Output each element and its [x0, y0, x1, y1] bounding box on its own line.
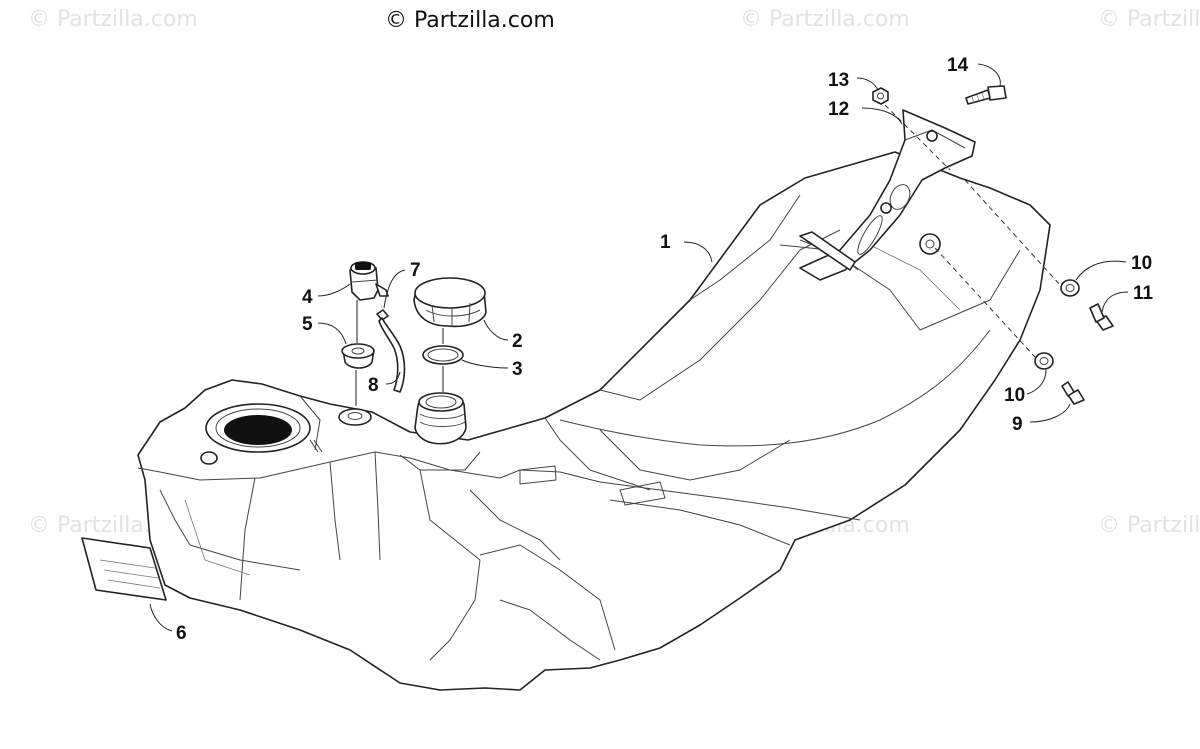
- leader-9: [1029, 403, 1071, 423]
- leader-3: [461, 359, 509, 369]
- leader-13: [856, 77, 879, 91]
- callout-12[interactable]: 12: [828, 99, 849, 120]
- watermark-mid-far-right: © Partzilla.com: [1098, 513, 1200, 538]
- assembly-line-bracket: [884, 104, 951, 171]
- leader-8: [385, 371, 401, 385]
- fuel-tank[interactable]: [137, 151, 1051, 691]
- rollover-valve[interactable]: [349, 261, 389, 301]
- callout-8[interactable]: 8: [368, 375, 379, 396]
- leader-6: [149, 603, 173, 632]
- watermark-top-mid: © Partzilla.com: [740, 7, 910, 32]
- leader-10b: [1026, 369, 1047, 395]
- callout-6[interactable]: 6: [176, 623, 187, 644]
- leader-10a: [1075, 260, 1127, 281]
- leader-14: [977, 63, 1001, 87]
- leader-1: [683, 241, 713, 263]
- watermark-top-left: © Partzilla.com: [28, 7, 198, 32]
- leader-11: [1101, 291, 1129, 313]
- fuel-cap[interactable]: [413, 277, 487, 328]
- screw-right[interactable]: [1089, 303, 1114, 331]
- callout-2[interactable]: 2: [512, 331, 523, 352]
- leader-2: [483, 319, 509, 341]
- nut[interactable]: [872, 87, 889, 105]
- callout-14[interactable]: 14: [947, 55, 969, 76]
- hose-clamp[interactable]: [376, 309, 389, 321]
- warning-decal[interactable]: [81, 537, 167, 601]
- leader-5: [317, 322, 347, 345]
- leader-7: [383, 269, 406, 309]
- callout-10-lower[interactable]: 10: [1004, 385, 1025, 406]
- copyright-notice: © Partzilla.com: [385, 8, 555, 33]
- washer-upper[interactable]: [1060, 279, 1080, 297]
- assembly-line-washer-upper: [964, 179, 1061, 286]
- leader-4: [317, 283, 351, 297]
- tank-mounting-bracket[interactable]: [799, 109, 976, 281]
- callout-9[interactable]: 9: [1012, 414, 1023, 435]
- o-ring-seal[interactable]: [422, 345, 464, 365]
- callout-5[interactable]: 5: [302, 314, 313, 335]
- callout-3[interactable]: 3: [512, 359, 523, 380]
- callout-4[interactable]: 4: [302, 287, 313, 308]
- vent-hose[interactable]: [378, 317, 406, 393]
- washer-lower[interactable]: [1034, 352, 1054, 370]
- callout-11[interactable]: 11: [1133, 283, 1154, 304]
- callout-13[interactable]: 13: [828, 70, 849, 91]
- screw-lower[interactable]: [1061, 381, 1085, 405]
- assembly-line-washer-lower: [934, 247, 1036, 358]
- screw-top[interactable]: [965, 85, 1007, 105]
- callout-7[interactable]: 7: [410, 260, 421, 281]
- callout-1[interactable]: 1: [660, 232, 671, 253]
- callout-10-upper[interactable]: 10: [1131, 253, 1152, 274]
- leader-12: [861, 107, 903, 125]
- grommet[interactable]: [341, 343, 375, 369]
- watermark-top-right: © Partzilla.com: [1098, 7, 1200, 32]
